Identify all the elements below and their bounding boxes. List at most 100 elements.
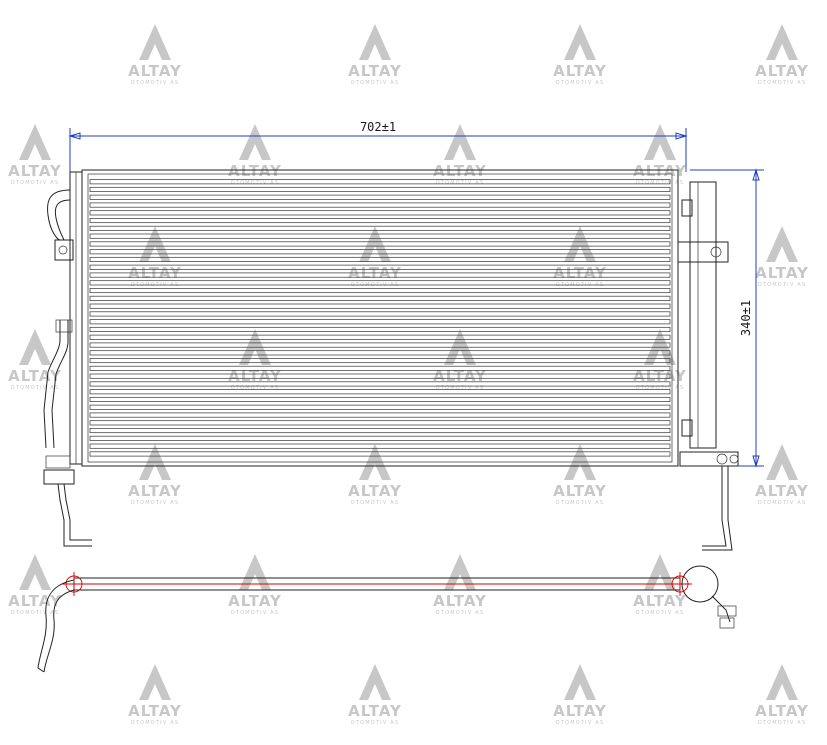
altay-logo-mark: [359, 24, 391, 60]
watermark-brand: ALTAY: [633, 592, 687, 610]
core-tube: [89, 443, 671, 449]
watermark-brand: ALTAY: [128, 702, 182, 720]
core-tube: [89, 373, 671, 379]
altay-logo-mark: [564, 664, 596, 700]
watermark-subtitle: OTOMOTIV AS: [11, 385, 60, 391]
core-tube: [89, 396, 671, 402]
core-tube: [89, 280, 671, 286]
core-tube: [89, 404, 671, 410]
left-header-tank: [43, 171, 83, 485]
altay-logo-mark: [19, 554, 51, 590]
watermark-subtitle: OTOMOTIV AS: [131, 720, 180, 726]
watermark-brand: ALTAY: [228, 162, 282, 180]
core-tube: [89, 233, 671, 239]
core-tube: [89, 334, 671, 340]
core-tube: [89, 202, 671, 208]
watermark-subtitle: OTOMOTIV AS: [436, 385, 485, 391]
altay-logo-mark: [564, 226, 596, 262]
core-tube: [89, 326, 671, 332]
dimension-lines: 702±1 340±1: [68, 120, 764, 468]
watermark-subtitle: OTOMOTIV AS: [636, 385, 685, 391]
core-tube: [89, 241, 671, 247]
core-tube: [89, 350, 671, 356]
watermark-subtitle: OTOMOTIV AS: [556, 720, 605, 726]
watermark-brand: ALTAY: [8, 367, 62, 385]
watermark-brand: ALTAY: [633, 367, 687, 385]
watermark-brand: ALTAY: [633, 162, 687, 180]
watermark-subtitle: OTOMOTIV AS: [636, 180, 685, 186]
core-tube: [89, 225, 671, 231]
altay-logo-mark: [766, 444, 798, 480]
watermark-subtitle: OTOMOTIV AS: [758, 80, 807, 86]
watermark-subtitle: OTOMOTIV AS: [758, 500, 807, 506]
core-tube: [89, 295, 671, 301]
core-tube: [89, 342, 671, 348]
altay-logo-mark: [239, 124, 271, 160]
core-tube: [89, 381, 671, 387]
watermark-subtitle: OTOMOTIV AS: [11, 610, 60, 616]
core-tube: [89, 272, 671, 278]
altay-logo-mark: [139, 664, 171, 700]
watermark-subtitle: OTOMOTIV AS: [436, 610, 485, 616]
core-tube: [89, 210, 671, 216]
altay-logo-mark: [766, 24, 798, 60]
watermark-subtitle: OTOMOTIV AS: [11, 180, 60, 186]
core-tube: [89, 420, 671, 426]
receiver-drier: [677, 181, 739, 551]
watermark-brand: ALTAY: [433, 162, 487, 180]
watermark-brand: ALTAY: [348, 62, 402, 80]
altay-logo-mark: [139, 226, 171, 262]
watermark-subtitle: OTOMOTIV AS: [758, 282, 807, 288]
watermark-subtitle: OTOMOTIV AS: [351, 80, 400, 86]
core-frame: [81, 169, 679, 467]
core-tube: [89, 311, 671, 317]
watermark-brand: ALTAY: [433, 367, 487, 385]
watermark-brand: ALTAY: [755, 482, 809, 500]
core-tube: [89, 358, 671, 364]
core-tube: [89, 303, 671, 309]
altay-logo-mark: [239, 554, 271, 590]
watermark-brand: ALTAY: [755, 702, 809, 720]
watermark-subtitle: OTOMOTIV AS: [231, 610, 280, 616]
left-pipe-assembly: [43, 189, 92, 547]
core-tube: [89, 435, 671, 441]
core-tube: [89, 218, 671, 224]
watermark-brand: ALTAY: [228, 367, 282, 385]
altay-logo-mark: [644, 554, 676, 590]
core-tube: [89, 264, 671, 270]
watermark-subtitle: OTOMOTIV AS: [351, 500, 400, 506]
height-dimension-label: 340±1: [739, 300, 753, 336]
altay-logo-mark: [19, 329, 51, 365]
altay-logo-mark: [359, 226, 391, 262]
core-tube: [89, 249, 671, 255]
width-dimension-label: 702±1: [360, 120, 396, 134]
watermark-subtitle: OTOMOTIV AS: [436, 180, 485, 186]
watermark-subtitle: OTOMOTIV AS: [231, 385, 280, 391]
watermark-subtitle: OTOMOTIV AS: [131, 500, 180, 506]
receiver-drier-body: [689, 181, 717, 449]
watermark-brand: ALTAY: [128, 62, 182, 80]
altay-logo-mark: [444, 554, 476, 590]
altay-logo-mark: [564, 24, 596, 60]
altay-logo-mark: [644, 124, 676, 160]
core-tube: [89, 288, 671, 294]
core-tube: [89, 256, 671, 262]
watermark-subtitle: OTOMOTIV AS: [556, 80, 605, 86]
